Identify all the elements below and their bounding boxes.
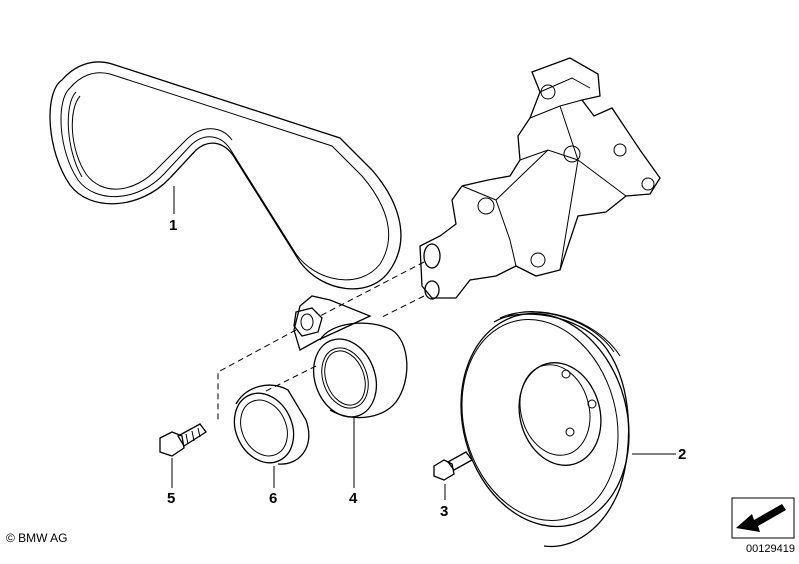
pulley-bolt: [433, 451, 473, 481]
callout-6: 6: [269, 490, 278, 507]
assembly-guide-lines: [217, 261, 425, 420]
belt-tensioner: [293, 295, 408, 419]
callout-leaders: [171, 186, 676, 500]
cover-cap: [233, 384, 310, 465]
engine-bracket: [419, 57, 661, 300]
orientation-arrow-icon: [731, 497, 795, 539]
callout-1: 1: [169, 217, 178, 234]
callout-3: 3: [440, 503, 449, 520]
callout-4: 4: [349, 490, 358, 507]
diagram-id: 00129419: [746, 543, 795, 555]
crank-pulley: [460, 311, 630, 548]
tensioner-bolt: [159, 423, 207, 457]
callout-2: 2: [678, 446, 687, 463]
ribbed-belt: [49, 61, 402, 290]
copyright-label: © BMW AG: [6, 531, 68, 545]
callout-5: 5: [167, 490, 176, 507]
